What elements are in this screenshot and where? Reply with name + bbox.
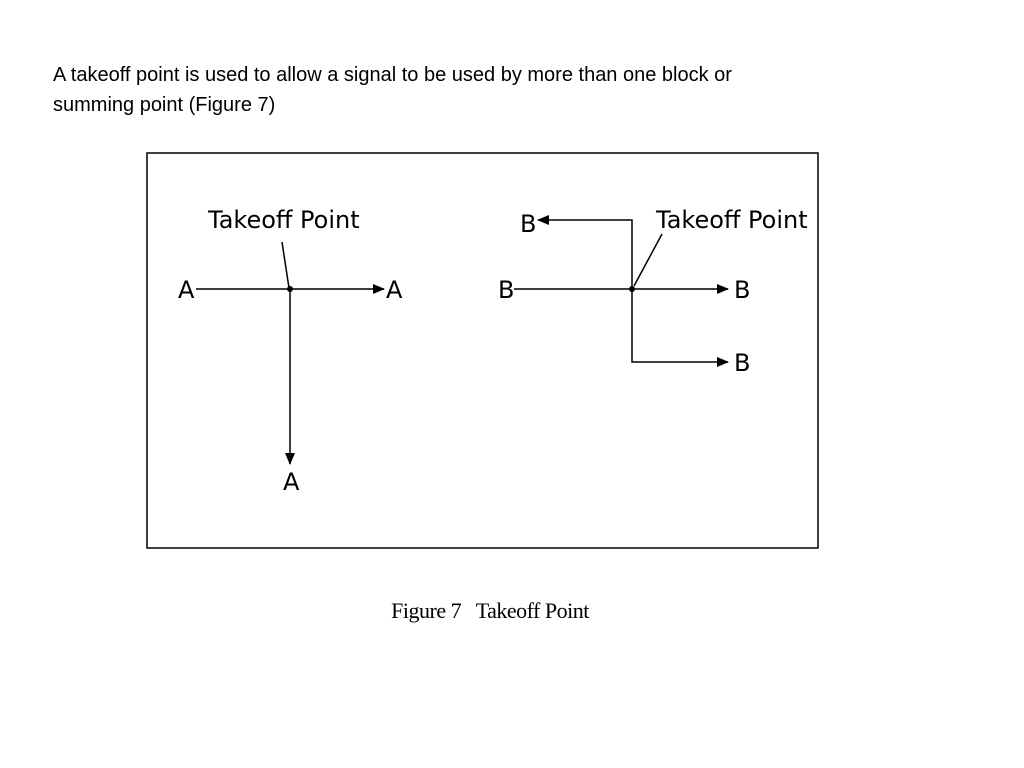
right-input-label: B xyxy=(498,276,514,304)
right-output-top-label: B xyxy=(520,210,536,238)
figure-frame xyxy=(146,152,819,549)
figure-caption: Figure 7 Takeoff Point xyxy=(391,598,589,623)
intro-line-2: summing point (Figure 7) xyxy=(53,94,276,116)
right-takeoff-dot xyxy=(629,286,635,292)
right-callout-leader xyxy=(633,233,663,287)
right-takeoff-diagram: Takeoff Point B B B B xyxy=(498,206,808,377)
intro-text: A takeoff point is used to allow a signa… xyxy=(53,60,913,120)
left-takeoff-diagram: Takeoff Point A A A xyxy=(178,206,403,496)
intro-line-1: A takeoff point is used to allow a signa… xyxy=(53,64,732,86)
figure-7-diagram: Takeoff Point A A A Takeoff Point B B B … xyxy=(146,152,820,550)
right-output-lower-label: B xyxy=(734,349,750,377)
left-takeoff-label: Takeoff Point xyxy=(207,206,360,234)
left-output-right-label: A xyxy=(386,276,403,304)
left-output-down-label: A xyxy=(283,468,300,496)
left-takeoff-dot xyxy=(287,286,293,292)
right-output-right-label: B xyxy=(734,276,750,304)
left-callout-leader xyxy=(281,241,290,289)
right-branch-up-line xyxy=(537,215,633,289)
left-input-label: A xyxy=(178,276,195,304)
diagram-canvas: Takeoff Point A A A Takeoff Point B B B … xyxy=(146,152,819,549)
right-branch-down-line xyxy=(631,289,729,367)
right-takeoff-label: Takeoff Point xyxy=(655,206,808,234)
